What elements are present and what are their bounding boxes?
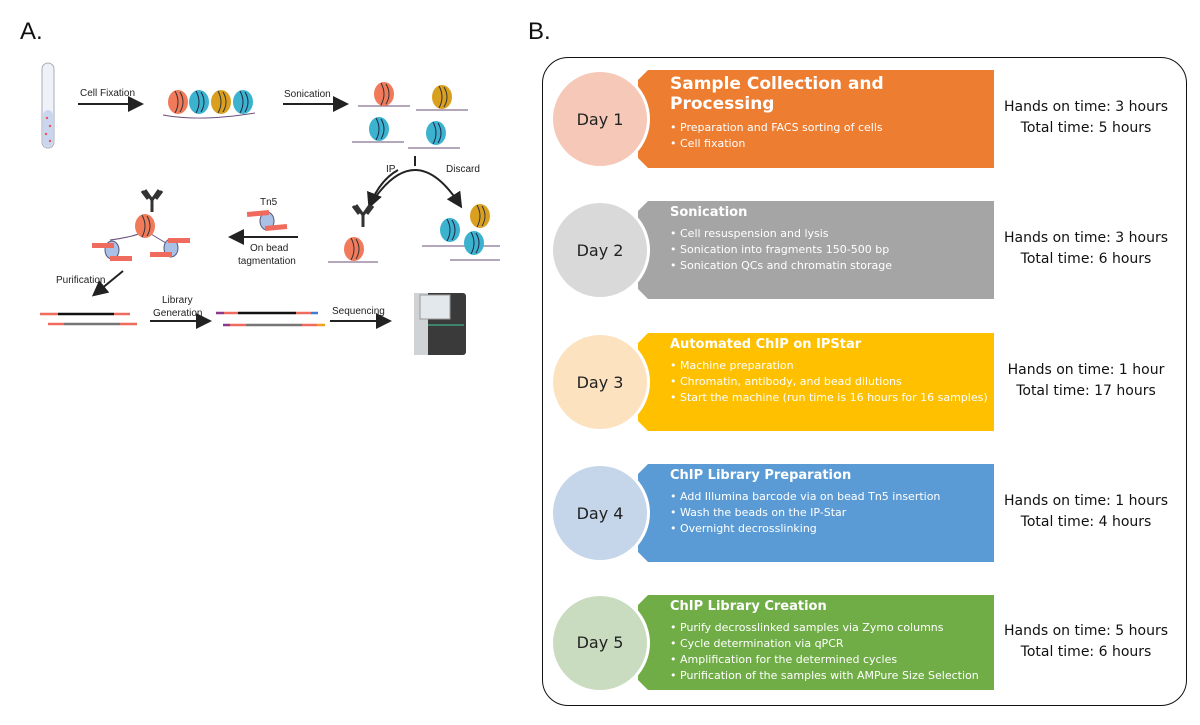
total-time: Total time: 6 hours xyxy=(1020,643,1152,660)
day-title: Sample Collection and Processing xyxy=(670,74,884,114)
day-circle: Day 4 xyxy=(550,463,650,563)
day-task: Sonication QCs and chromatin storage xyxy=(670,258,994,274)
day-task: Chromatin, antibody, and bead dilutions xyxy=(670,374,994,390)
ip-complex-icon xyxy=(328,203,378,263)
day-task: Machine preparation xyxy=(670,358,994,374)
panel-a-label: A. xyxy=(20,18,43,45)
tn5-icon xyxy=(246,210,288,231)
day-banner: ChIP Library CreationPurify decrosslinke… xyxy=(638,595,994,690)
label-generation: Generation xyxy=(153,308,202,319)
sequencer-icon xyxy=(414,293,466,355)
day-circle: Day 5 xyxy=(550,592,650,693)
label-sequencing: Sequencing xyxy=(332,306,385,317)
day-banner: SonicationCell resuspension and lysisSon… xyxy=(638,201,994,299)
total-time: Total time: 6 hours xyxy=(1020,251,1152,267)
day-banner: Sample Collection and ProcessingPreparat… xyxy=(638,70,994,168)
dna-fragments-icon xyxy=(40,312,137,326)
day-circle: Day 3 xyxy=(550,332,650,432)
day-task: Cell fixation xyxy=(670,136,994,152)
day-task: Sonication into fragments 150-500 bp xyxy=(670,242,994,258)
hands-on-time: Hands on time: 1 hours xyxy=(1003,493,1168,509)
day-title: Sonication xyxy=(670,205,748,220)
day-task: Add Illumina barcode via on bead Tn5 ins… xyxy=(670,489,994,505)
label-purification: Purification xyxy=(56,275,105,286)
label-cell-fixation: Cell Fixation xyxy=(80,88,135,99)
label-tagmentation: tagmentation xyxy=(238,256,296,267)
day-task: Amplification for the determined cycles xyxy=(670,652,994,668)
panel-b-label: B. xyxy=(528,18,551,45)
day-circle: Day 1 xyxy=(550,69,650,169)
library-fragments-icon xyxy=(216,311,325,327)
total-time: Total time: 17 hours xyxy=(1016,383,1156,399)
day-task: Preparation and FACS sorting of cells xyxy=(670,120,994,136)
label-tn5: Tn5 xyxy=(260,197,278,208)
day-title: Automated ChIP on IPStar xyxy=(670,337,862,352)
day-task: Purification of the samples with AMPure … xyxy=(670,668,994,684)
day-task: Cycle determination via qPCR xyxy=(670,636,994,652)
day-task: Overnight decrosslinking xyxy=(670,521,994,537)
label-discard: Discard xyxy=(446,164,480,175)
label-ip: IP xyxy=(386,164,396,175)
arrow xyxy=(91,270,124,297)
label-sonication: Sonication xyxy=(284,89,331,100)
chromatin-icon xyxy=(162,89,256,119)
day-circle: Day 2 xyxy=(550,200,650,300)
hands-on-time: Hands on time: 3 hours xyxy=(1003,99,1168,115)
day-task: Wash the beads on the IP-Star xyxy=(670,505,994,521)
hands-on-time: Hands on time: 3 hours xyxy=(1003,230,1168,246)
day-banner: ChIP Library PreparationAdd Illumina bar… xyxy=(638,464,994,562)
discarded-chromatin-icon xyxy=(422,203,500,261)
hands-on-time: Hands on time: 1 hour xyxy=(1007,362,1165,378)
fragments-icon xyxy=(352,81,468,149)
label-on-bead: On bead xyxy=(250,243,288,254)
day-banner: Automated ChIP on IPStarMachine preparat… xyxy=(638,333,994,431)
total-time: Total time: 4 hours xyxy=(1020,514,1152,530)
label-library: Library xyxy=(162,295,193,306)
chip-workflow-schematic: Cell Fixation Sonication IP Discard Tn5 xyxy=(40,62,500,355)
day-task: Purify decrosslinked samples via Zymo co… xyxy=(670,620,994,636)
total-time: Total time: 5 hours xyxy=(1020,120,1152,136)
day-title: ChIP Library Creation xyxy=(670,599,827,614)
day-task: Cell resuspension and lysis xyxy=(670,226,994,242)
hands-on-time: Hands on time: 5 hours xyxy=(1003,622,1168,639)
timeline-box xyxy=(542,57,1187,706)
day-title: ChIP Library Preparation xyxy=(670,468,852,483)
tagmented-complex-icon xyxy=(92,188,190,261)
test-tube-icon xyxy=(41,62,55,149)
day-task: Start the machine (run time is 16 hours … xyxy=(670,390,994,406)
